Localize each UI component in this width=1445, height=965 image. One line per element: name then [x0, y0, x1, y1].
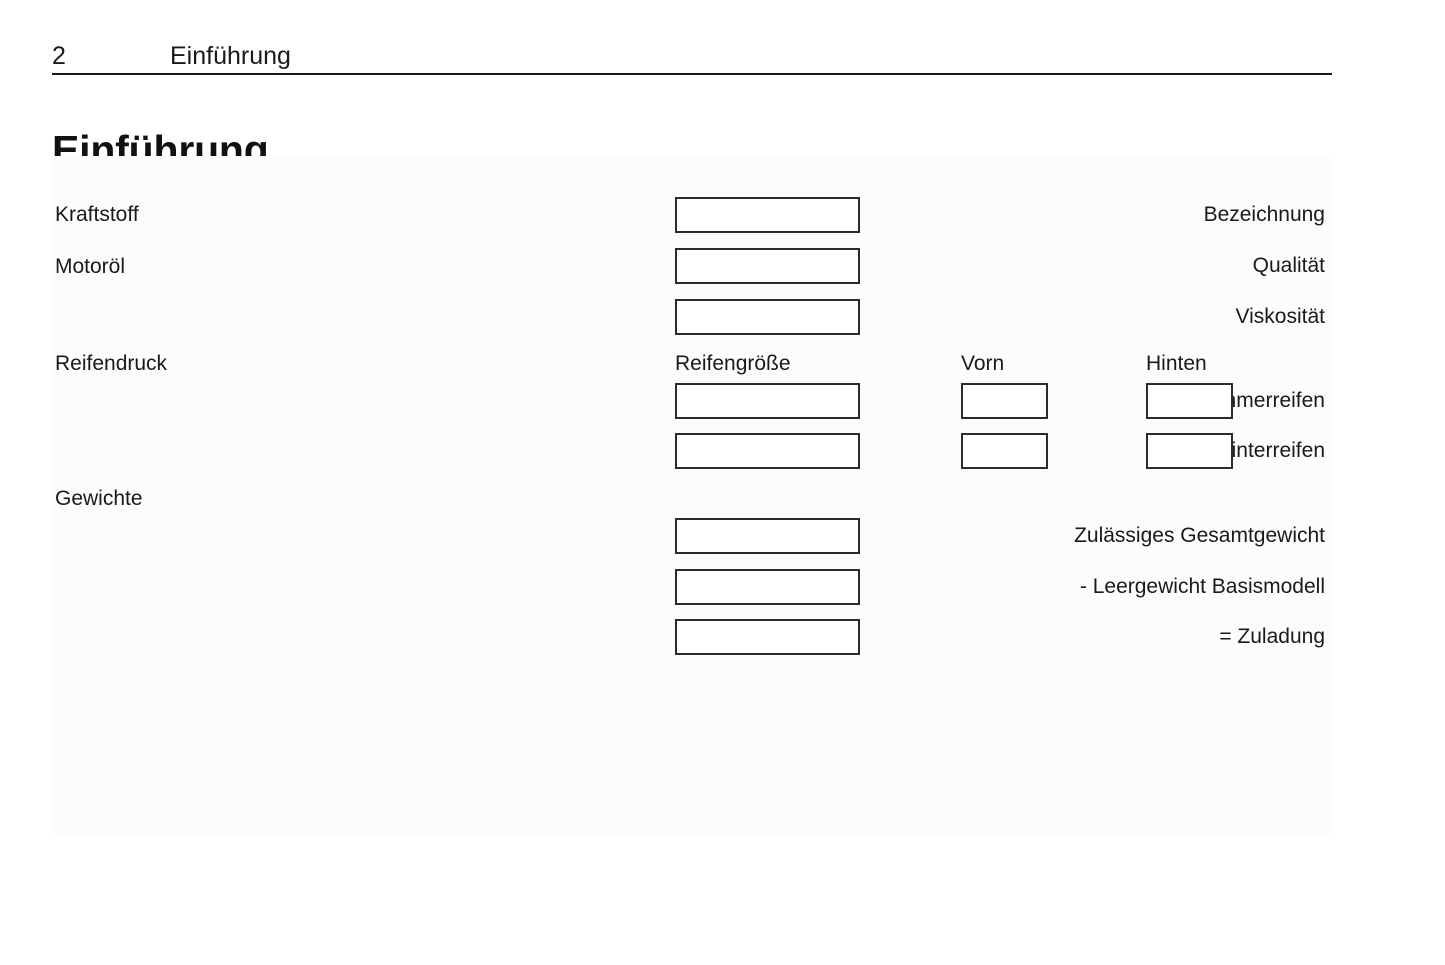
field-input-sommerreifen-vorn[interactable]: [961, 383, 1048, 419]
field-label-zuladung: = Zuladung: [1219, 625, 1325, 648]
vehicle-data-form-panel: Kraftstoff Motoröl Reifendruck Gewichte …: [52, 156, 1332, 835]
field-label-zulaessiges-gesamtgewicht: Zulässiges Gesamtgewicht: [1074, 524, 1325, 547]
section-label-motoroel: Motoröl: [55, 255, 126, 278]
field-row-sommerreifen: Sommerreifen: [52, 383, 1332, 419]
field-input-zuladung[interactable]: [675, 619, 860, 655]
field-input-winterreifen-hinten[interactable]: [1146, 433, 1233, 469]
field-input-winterreifen-reifengroesse[interactable]: [675, 433, 860, 469]
field-label-viskositaet: Viskosität: [1235, 305, 1326, 328]
column-header-hinten: Hinten: [1146, 352, 1207, 375]
column-header-vorn: Vorn: [961, 352, 1005, 375]
field-row-viskositaet: Viskosität: [52, 299, 1332, 335]
column-header-reifengroesse: Reifengröße: [675, 352, 791, 375]
running-header: 2 Einführung: [52, 40, 1332, 76]
field-row-leergewicht-basismodell: - Leergewicht Basismodell: [52, 569, 1332, 605]
field-input-winterreifen-vorn[interactable]: [961, 433, 1048, 469]
field-label-leergewicht-basismodell: - Leergewicht Basismodell: [1079, 575, 1325, 598]
section-label-gewichte: Gewichte: [55, 487, 143, 510]
field-row-zuladung: = Zuladung: [52, 619, 1332, 655]
field-label-bezeichnung: Bezeichnung: [1203, 203, 1325, 226]
field-row-qualitaet: Qualität: [52, 248, 1332, 284]
field-input-leergewicht-basismodell[interactable]: [675, 569, 860, 605]
field-input-sommerreifen-reifengroesse[interactable]: [675, 383, 860, 419]
field-input-bezeichnung[interactable]: [675, 197, 860, 233]
field-label-qualitaet: Qualität: [1252, 254, 1325, 277]
field-label-winterreifen: Winterreifen: [1211, 439, 1325, 462]
field-row-bezeichnung: Bezeichnung: [52, 197, 1332, 233]
field-input-sommerreifen-hinten[interactable]: [1146, 383, 1233, 419]
header-chapter-name: Einführung: [170, 42, 291, 70]
header-divider-rule: [52, 73, 1332, 75]
field-input-zulaessiges-gesamtgewicht[interactable]: [675, 518, 860, 554]
field-input-qualitaet[interactable]: [675, 248, 860, 284]
page-number: 2: [52, 42, 66, 70]
field-row-zulaessiges-gesamtgewicht: Zulässiges Gesamtgewicht: [52, 518, 1332, 554]
section-label-reifendruck: Reifendruck: [55, 352, 168, 375]
section-label-kraftstoff: Kraftstoff: [55, 203, 139, 226]
field-row-winterreifen: Winterreifen: [52, 433, 1332, 469]
field-input-viskositaet[interactable]: [675, 299, 860, 335]
